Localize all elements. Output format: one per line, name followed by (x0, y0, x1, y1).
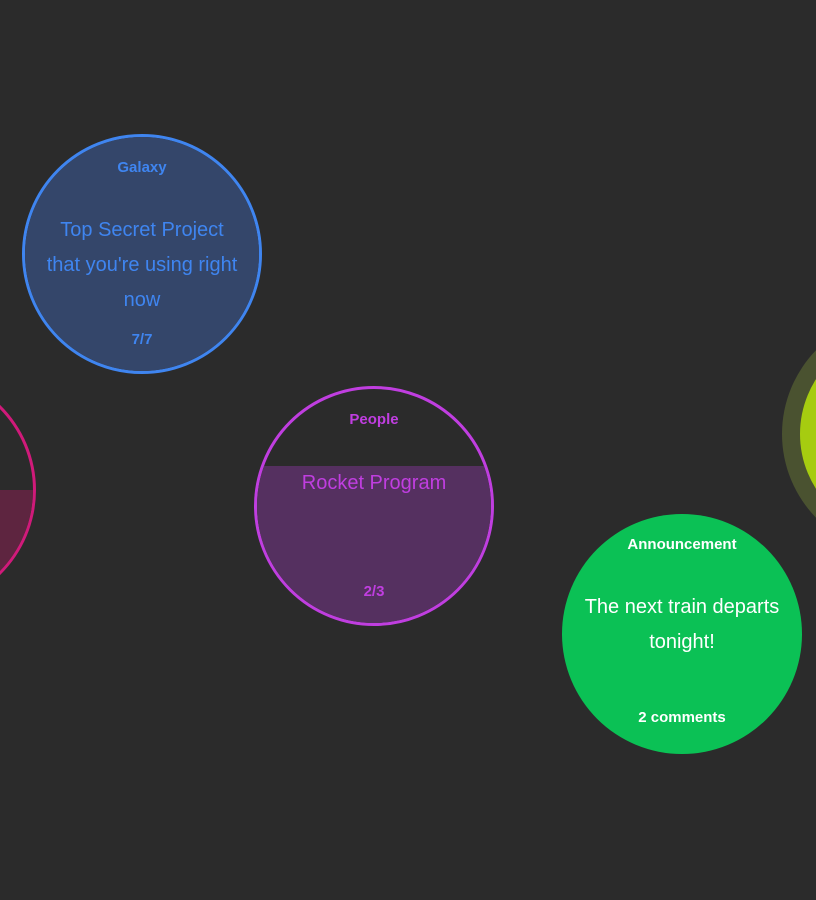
bubble-title: Top Secret Project that you're using rig… (46, 219, 238, 311)
bubble-content: People Rocket Program 2/3 (257, 389, 491, 623)
bubble-comment-count: 2 comments (638, 709, 726, 726)
bubble-people[interactable]: People Rocket Program 2/3 (254, 386, 494, 626)
progress-fill (25, 137, 259, 371)
bubble-title: Rocket Program (301, 472, 447, 494)
bubble-progress-count: 7/7 (131, 331, 153, 348)
bubble-category: Announcement (627, 536, 737, 553)
bubble-announcement[interactable]: Announcement The next train departs toni… (562, 514, 802, 754)
progress-fill (0, 490, 33, 607)
bubble-galaxy[interactable]: Galaxy Top Secret Project that you're us… (22, 134, 262, 374)
bubble-progress-count: 2/3 (363, 583, 385, 600)
progress-fill (257, 466, 491, 623)
bubble-left-partial[interactable] (0, 370, 36, 610)
bubble-content: Galaxy Top Secret Project that you're us… (25, 137, 259, 371)
bubble-category: Galaxy (117, 159, 167, 176)
bubble-inner-disc (800, 332, 816, 536)
bubble-content: Announcement The next train departs toni… (562, 514, 802, 754)
bubble-title: The next train departs tonight! (584, 596, 780, 653)
bubble-category: People (349, 411, 399, 428)
